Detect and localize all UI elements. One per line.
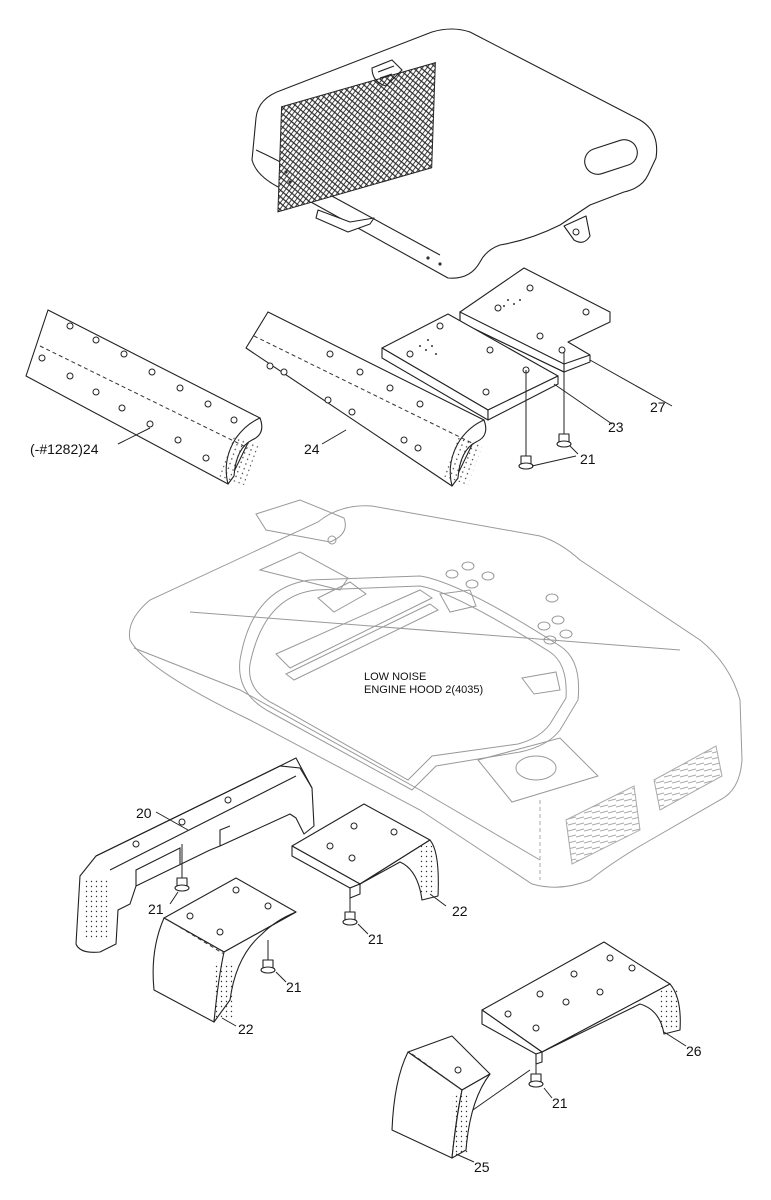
hood-louver-front bbox=[565, 785, 641, 865]
part-22-block-middle bbox=[291, 803, 439, 901]
bolt bbox=[556, 433, 572, 448]
cover-latch bbox=[315, 209, 375, 233]
label-part-21-bottom: 21 bbox=[552, 1095, 568, 1111]
cover-mesh-grill bbox=[277, 62, 436, 213]
label-part-22-middle: 22 bbox=[452, 903, 468, 919]
label-part-21-center: 21 bbox=[368, 931, 384, 947]
part-20-bracket bbox=[75, 757, 315, 953]
part-labels: 27 23 21 (-#1282)24 24 20 21 21 22 21 22… bbox=[30, 399, 702, 1175]
label-part-22-lower: 22 bbox=[238, 1021, 254, 1037]
part-21-bolt-bottom bbox=[469, 1062, 553, 1113]
cover-logo bbox=[371, 59, 403, 87]
part-26-block bbox=[481, 941, 681, 1065]
label-part-20: 20 bbox=[136, 805, 152, 821]
part-23-plate bbox=[381, 313, 559, 421]
part-24-side-panel-early bbox=[25, 309, 263, 486]
part-24-side-panel bbox=[245, 311, 487, 487]
engine-hood-cover bbox=[251, 28, 658, 279]
part-21-bolt-lower bbox=[260, 940, 287, 983]
label-part-21-left: 21 bbox=[148, 901, 164, 917]
part-25-block bbox=[391, 1035, 491, 1159]
label-part-21: 21 bbox=[580, 451, 596, 467]
label-part-25: 25 bbox=[474, 1159, 490, 1175]
label-part-24-early: (-#1282)24 bbox=[30, 441, 99, 457]
engine-hood-body: LOW NOISE ENGINE HOOD 2(4035) bbox=[128, 499, 743, 888]
part-21-bolts-top bbox=[518, 352, 572, 470]
part-21-bolt-left bbox=[169, 844, 190, 905]
hood-label-line2: ENGINE HOOD 2(4035) bbox=[364, 684, 483, 696]
label-part-24: 24 bbox=[304, 441, 320, 457]
label-part-23: 23 bbox=[608, 419, 624, 435]
part-22-block-lower bbox=[152, 877, 297, 1023]
hood-label-line1: LOW NOISE bbox=[364, 671, 426, 683]
part-27-plate bbox=[459, 267, 611, 373]
label-part-21-lower: 21 bbox=[286, 979, 302, 995]
leader-lines bbox=[117, 359, 687, 1163]
bolt bbox=[518, 455, 534, 470]
hood-louver-side bbox=[653, 745, 723, 811]
label-part-27: 27 bbox=[650, 399, 666, 415]
cover-handle-slot bbox=[584, 139, 638, 175]
part-21-bolt-center bbox=[342, 888, 369, 935]
label-part-26: 26 bbox=[686, 1043, 702, 1059]
